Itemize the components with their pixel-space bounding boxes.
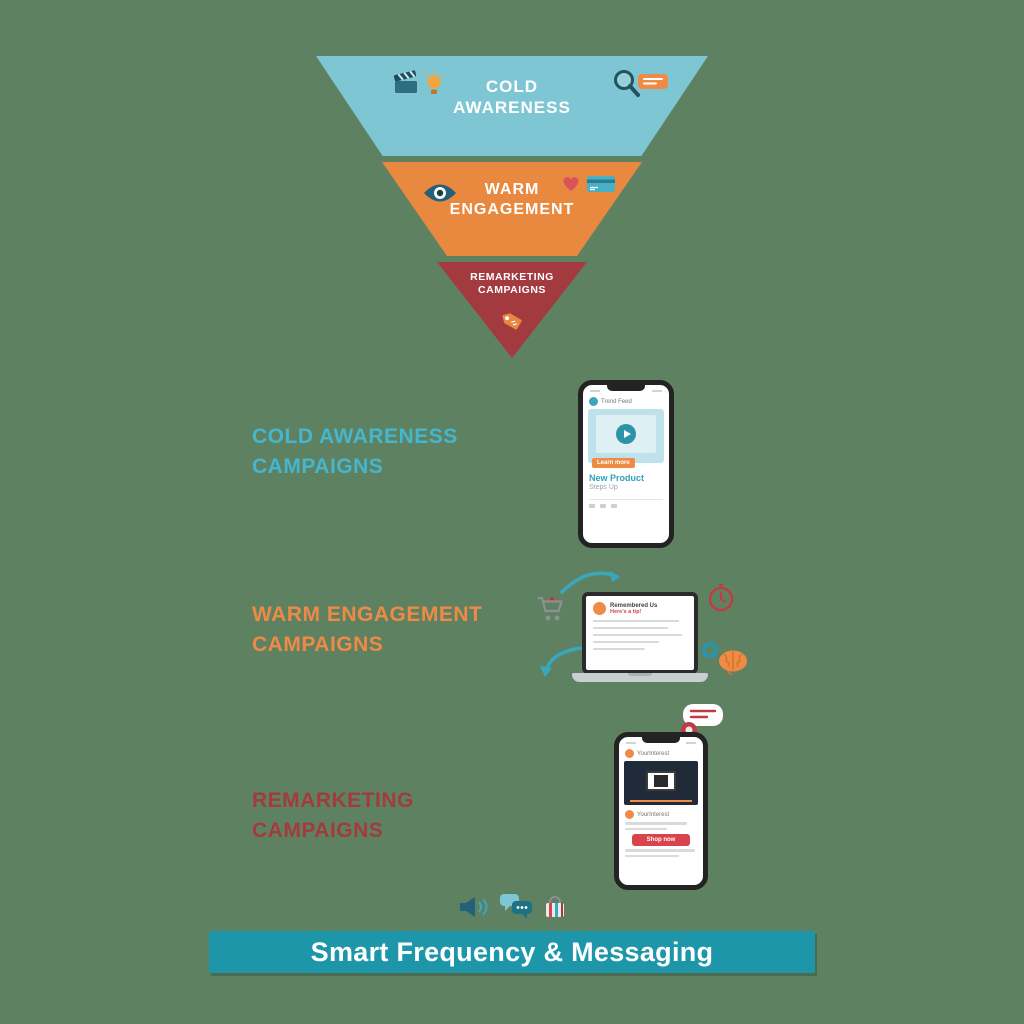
text-line	[593, 640, 659, 643]
section-label-cold: COLD AWARENESS CAMPAIGNS	[252, 422, 458, 483]
curved-arrow-bottom-icon	[540, 646, 584, 677]
funnel-warm-left-icons	[422, 182, 458, 204]
footer-icon-row	[458, 893, 568, 920]
laptop-thumbnail-icon	[646, 770, 676, 791]
shopping-bag-icon	[546, 895, 564, 917]
cta-button: Learn more	[592, 458, 635, 468]
section-label-warm: WARM ENGAGEMENT CAMPAIGNS	[252, 600, 482, 661]
laptop-profile-row: Remembered Us Here's a tip!	[593, 602, 687, 615]
laptop-screen: Remembered Us Here's a tip!	[582, 592, 698, 674]
phone-footer-icons	[589, 499, 663, 508]
funnel-warm-right-icons	[561, 174, 616, 194]
funnel-label-line: REMARKETING	[470, 271, 554, 283]
laptop-mockup: Remembered Us Here's a tip!	[572, 592, 708, 682]
media-thumbnail	[624, 761, 698, 805]
section-label-line: WARM ENGAGEMENT	[252, 603, 483, 626]
ad-tag-icon	[638, 74, 668, 89]
avatar	[625, 810, 634, 819]
lightbulb-icon	[425, 71, 443, 94]
eye-icon	[424, 184, 456, 202]
brain-icon	[719, 650, 747, 675]
shopping-cart-icon	[538, 596, 563, 621]
speaker-icon	[460, 896, 488, 917]
funnel-label-line: COLD	[485, 77, 539, 96]
credit-card-icon	[587, 176, 615, 192]
funnel-label-line: WARM	[484, 181, 540, 198]
section-label-line: CAMPAIGNS	[252, 455, 384, 479]
phone-mockup-cold: Trend Feed Learn more New Product Steps …	[578, 380, 674, 548]
ad-headline: New Product	[589, 473, 645, 483]
magnifier-icon	[614, 70, 668, 97]
chat-bubbles-icon	[500, 894, 532, 919]
phone-status-bar	[590, 390, 662, 392]
funnel-label-warm: WARM ENGAGEMENT	[382, 162, 642, 220]
text-line	[625, 822, 688, 825]
text-line	[625, 854, 679, 857]
funnel-remarketing-tag	[499, 308, 525, 339]
clapperboard-icon	[393, 70, 417, 93]
avatar	[589, 397, 598, 406]
funnel-label-line: ENGAGEMENT	[449, 201, 575, 218]
section-label-line: REMARKETING	[252, 789, 414, 812]
phone-status-bar	[626, 742, 696, 744]
funnel-label-line: CAMPAIGNS	[478, 284, 546, 297]
funnel-level-warm: WARM ENGAGEMENT	[382, 162, 642, 256]
gear-icon	[701, 641, 719, 659]
phone-mockup-remarketing: YourInterest YourInterest Shop now	[614, 732, 708, 890]
section-label-line: CAMPAIGNS	[252, 819, 384, 843]
funnel-label-line: AWARENESS	[453, 98, 571, 118]
progress-bar	[630, 800, 692, 802]
avatar	[625, 749, 634, 758]
marketing-funnel: COLD AWARENESS WAR	[316, 56, 708, 358]
phone-profile-row: YourInterest	[625, 749, 697, 758]
avatar	[593, 602, 606, 615]
section-label-line: CAMPAIGNS	[252, 633, 384, 657]
phone-notch	[642, 736, 680, 743]
cta-button: Shop now	[632, 834, 690, 846]
funnel-label-cold: COLD AWARENESS	[316, 56, 708, 119]
heart-icon	[563, 177, 579, 191]
funnel-level-cold: COLD AWARENESS	[316, 56, 708, 156]
clock-icon	[708, 584, 734, 612]
funnel-label-remarketing: REMARKETING CAMPAIGNS	[437, 262, 587, 297]
play-button-icon	[616, 423, 636, 444]
profile-name: YourInterest	[637, 750, 670, 757]
banner-text: Smart Frequency & Messaging	[310, 936, 714, 967]
text-line	[593, 626, 669, 629]
banner: Smart Frequency & Messaging	[209, 931, 815, 973]
phone-profile-row: Trend Feed	[589, 397, 663, 406]
text-line	[625, 827, 667, 830]
video-ad: Learn more	[588, 409, 664, 468]
section-label-remarketing: REMARKETING CAMPAIGNS	[252, 786, 414, 847]
funnel-cold-right-icons	[612, 68, 674, 98]
laptop-base	[572, 673, 708, 682]
text-line	[625, 849, 695, 852]
text-line	[593, 647, 645, 650]
text-line	[593, 633, 683, 636]
card-profile-row: YourInterest	[625, 810, 697, 819]
price-tag-icon	[502, 313, 522, 330]
funnel-cold-left-icons	[392, 70, 444, 96]
ad-subline: Steps Up	[589, 484, 618, 491]
profile-name: Remembered Us	[610, 602, 658, 609]
section-label-line: COLD AWARENESS	[252, 425, 458, 448]
funnel-level-remarketing: REMARKETING CAMPAIGNS	[437, 262, 587, 358]
card-name: YourInterest	[637, 811, 670, 818]
profile-name: Trend Feed	[601, 398, 632, 405]
highlight-text: Here's a tip!	[610, 608, 642, 615]
curved-arrow-top-icon	[560, 571, 620, 594]
text-line	[593, 619, 680, 622]
phone-notch	[607, 384, 645, 391]
